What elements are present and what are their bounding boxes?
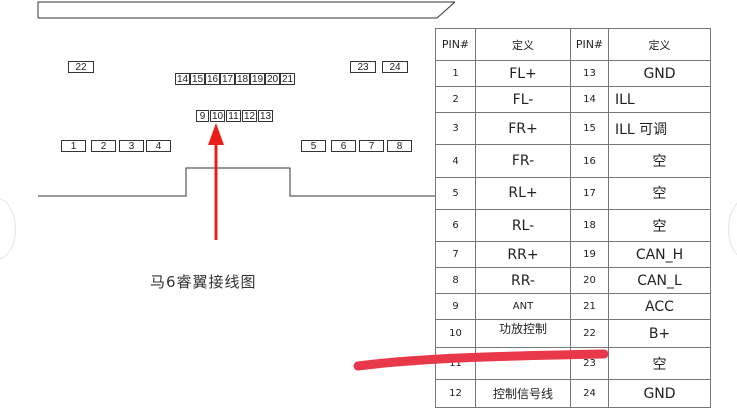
- pin-b-cell: 17: [570, 176, 609, 210]
- def-b-cell: ILL: [608, 86, 711, 114]
- def-a-cell: RR+: [475, 241, 571, 269]
- def-a-cell: ANT: [475, 293, 571, 321]
- pin-a-cell: 3: [435, 112, 476, 146]
- def-b-cell: ACC: [608, 293, 711, 321]
- def-b-cell: B+: [608, 319, 711, 349]
- pin-a-cell: 11: [435, 347, 476, 381]
- table-row: 3 FR+ 15 ILL 可调: [435, 112, 711, 146]
- def-b-cell: 空: [608, 347, 711, 381]
- pin-definition-table: PIN# 定义 PIN# 定义 1 FL+ 13 GND 2 FL- 14 IL…: [435, 28, 711, 408]
- def-b-cell: ILL 可调: [608, 112, 711, 146]
- pin-a-cell: 6: [435, 208, 476, 243]
- header-def-b: 定义: [608, 28, 711, 61]
- def-a-cell: FL+: [475, 59, 571, 88]
- table-row: 12 控制信号线 24 GND: [435, 379, 711, 408]
- pin-8-box: 8: [387, 140, 412, 152]
- table-row: 11 23 空: [435, 347, 711, 381]
- table-row: 6 RL- 18 空: [435, 208, 711, 243]
- pin-18-box: 18: [235, 73, 250, 85]
- pin-16-box: 16: [205, 73, 220, 85]
- def-a-cell: 功放控制: [475, 319, 571, 349]
- pin-21-box: 21: [280, 73, 295, 85]
- def-a-cell: FL-: [475, 86, 571, 114]
- pin-24-box: 24: [382, 61, 408, 73]
- pin-3-box: 3: [119, 140, 144, 152]
- pin-23-box: 23: [350, 61, 376, 73]
- table-row: 5 RL+ 17 空: [435, 176, 711, 210]
- header-pin-a: PIN#: [435, 28, 476, 61]
- pin-b-cell: 13: [570, 59, 609, 88]
- table-header-row: PIN# 定义 PIN# 定义: [435, 28, 711, 61]
- pin-b-cell: 19: [570, 241, 609, 269]
- pin-b-cell: 20: [570, 267, 609, 295]
- pin-a-cell: 7: [435, 241, 476, 269]
- pin-b-cell: 23: [570, 347, 609, 381]
- def-a-cell: FR+: [475, 112, 571, 146]
- table-row: 7 RR+ 19 CAN_H: [435, 241, 711, 269]
- pin-a-cell: 4: [435, 144, 476, 178]
- def-b-cell: GND: [608, 59, 711, 88]
- pin-9-box: 9: [196, 110, 209, 122]
- pin-a-cell: 1: [435, 59, 476, 88]
- def-a-cell: RR-: [475, 267, 571, 295]
- def-a-cell: [475, 347, 571, 381]
- pin-1-box: 1: [61, 140, 86, 152]
- def-a-cell: RL-: [475, 208, 571, 243]
- pin-19-box: 19: [250, 73, 265, 85]
- table-row: 4 FR- 16 空: [435, 144, 711, 178]
- pin-13-box: 13: [258, 110, 273, 122]
- pin-7-box: 7: [359, 140, 384, 152]
- pin-4-box: 4: [146, 140, 171, 152]
- pin-a-cell: 5: [435, 176, 476, 210]
- def-b-cell: GND: [608, 379, 711, 408]
- pin-6-box: 6: [331, 140, 356, 152]
- pin-a-cell: 12: [435, 379, 476, 408]
- def-b-cell: 空: [608, 176, 711, 210]
- pin-14-box: 14: [175, 73, 190, 85]
- pin-b-cell: 16: [570, 144, 609, 178]
- def-a-cell: 控制信号线: [475, 379, 571, 408]
- header-def-a: 定义: [475, 28, 571, 61]
- pin-20-box: 20: [265, 73, 280, 85]
- pin-11-box: 11: [226, 110, 241, 122]
- table-row: 8 RR- 20 CAN_L: [435, 267, 711, 295]
- pin-10-box: 10: [210, 110, 225, 122]
- pin-17-box: 17: [220, 73, 235, 85]
- def-a-cell: RL+: [475, 176, 571, 210]
- def-b-cell: 空: [608, 208, 711, 243]
- def-b-cell: CAN_L: [608, 267, 711, 295]
- pin-5-box: 5: [301, 140, 326, 152]
- pin-a-cell: 8: [435, 267, 476, 295]
- pin-b-cell: 21: [570, 293, 609, 321]
- table-row: 10 功放控制 22 B+: [435, 319, 711, 349]
- pin-b-cell: 24: [570, 379, 609, 408]
- pin-a-cell: 2: [435, 86, 476, 114]
- pin-a-cell: 9: [435, 293, 476, 321]
- table-row: 9 ANT 21 ACC: [435, 293, 711, 321]
- pin-2-box: 2: [91, 140, 116, 152]
- def-b-cell: 空: [608, 144, 711, 178]
- table-row: 1 FL+ 13 GND: [435, 59, 711, 88]
- pin-b-cell: 14: [570, 86, 609, 114]
- pin-b-cell: 22: [570, 319, 609, 349]
- pin-a-cell: 10: [435, 319, 476, 349]
- pin-22-box: 22: [68, 61, 94, 73]
- header-pin-b: PIN#: [570, 28, 609, 61]
- pin-15-box: 15: [190, 73, 205, 85]
- diagram-caption: 马6睿翼接线图: [150, 273, 257, 291]
- pin-b-cell: 15: [570, 112, 609, 146]
- def-b-cell: CAN_H: [608, 241, 711, 269]
- pin-b-cell: 18: [570, 208, 609, 243]
- def-a-cell: FR-: [475, 144, 571, 178]
- pin-12-box: 12: [242, 110, 257, 122]
- table-row: 2 FL- 14 ILL: [435, 86, 711, 114]
